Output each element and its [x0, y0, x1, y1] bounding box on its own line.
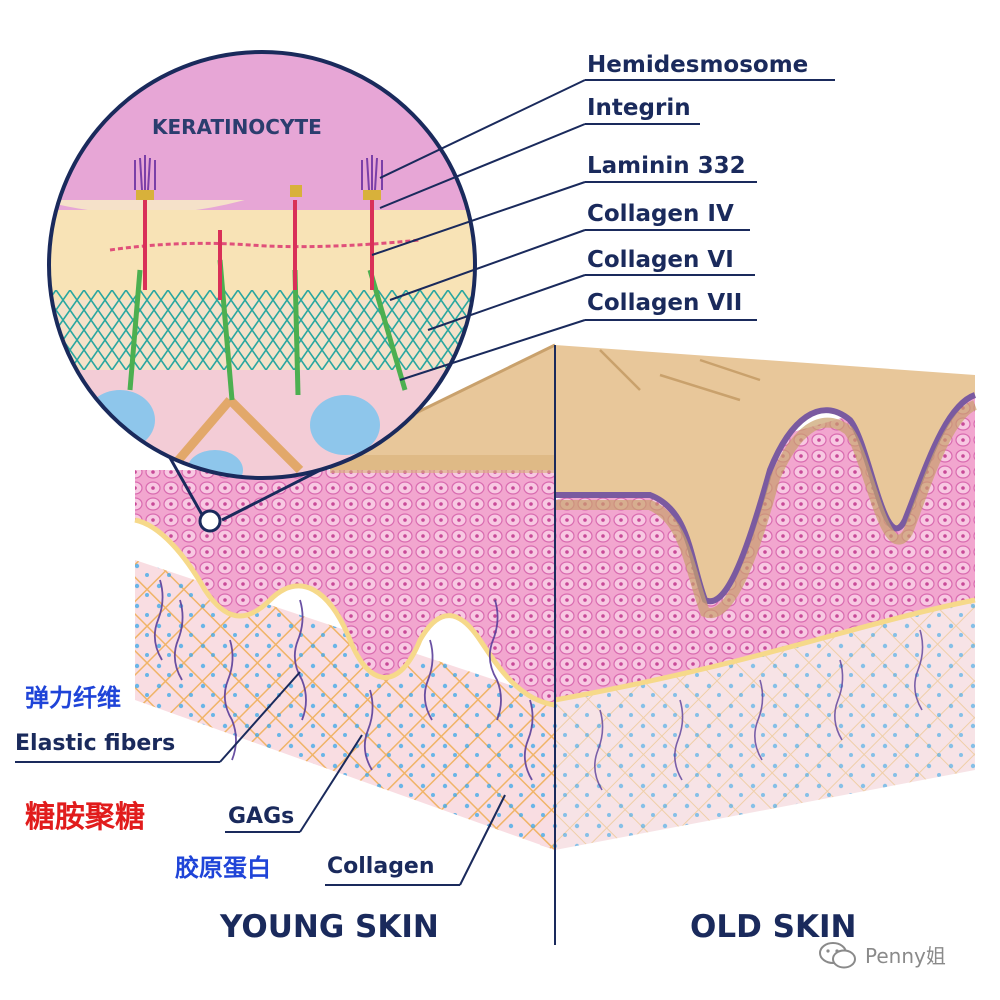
label-collagen-vi: Collagen VI	[587, 247, 734, 273]
old-skin-block	[554, 345, 978, 850]
label-integrin: Integrin	[587, 95, 691, 121]
young-skin-block	[134, 343, 556, 850]
magnified-inset	[47, 50, 477, 533]
label-collagen-iv: Collagen IV	[587, 201, 734, 227]
label-laminin-332: Laminin 332	[587, 153, 746, 179]
wechat-icon	[819, 942, 856, 969]
label-hemidesmosome: Hemidesmosome	[587, 52, 809, 78]
old-skin-title: OLD SKIN	[690, 909, 857, 945]
watermark-text: Penny姐	[865, 944, 946, 968]
label-collagen-cn: 胶原蛋白	[175, 854, 271, 882]
label-elastic-fibers-en: Elastic fibers	[15, 731, 176, 756]
label-collagen-vii: Collagen VII	[587, 290, 743, 316]
callout-leaders	[15, 79, 835, 886]
keratinocyte-label: KERATINOCYTE	[152, 115, 322, 139]
label-collagen-en: Collagen	[327, 854, 435, 879]
label-gags-cn: 糖胺聚糖	[25, 800, 145, 835]
label-gags-en: GAGs	[228, 804, 295, 829]
young-skin-title: YOUNG SKIN	[220, 909, 439, 945]
label-elastic-fibers-cn: 弹力纤维	[25, 684, 121, 712]
